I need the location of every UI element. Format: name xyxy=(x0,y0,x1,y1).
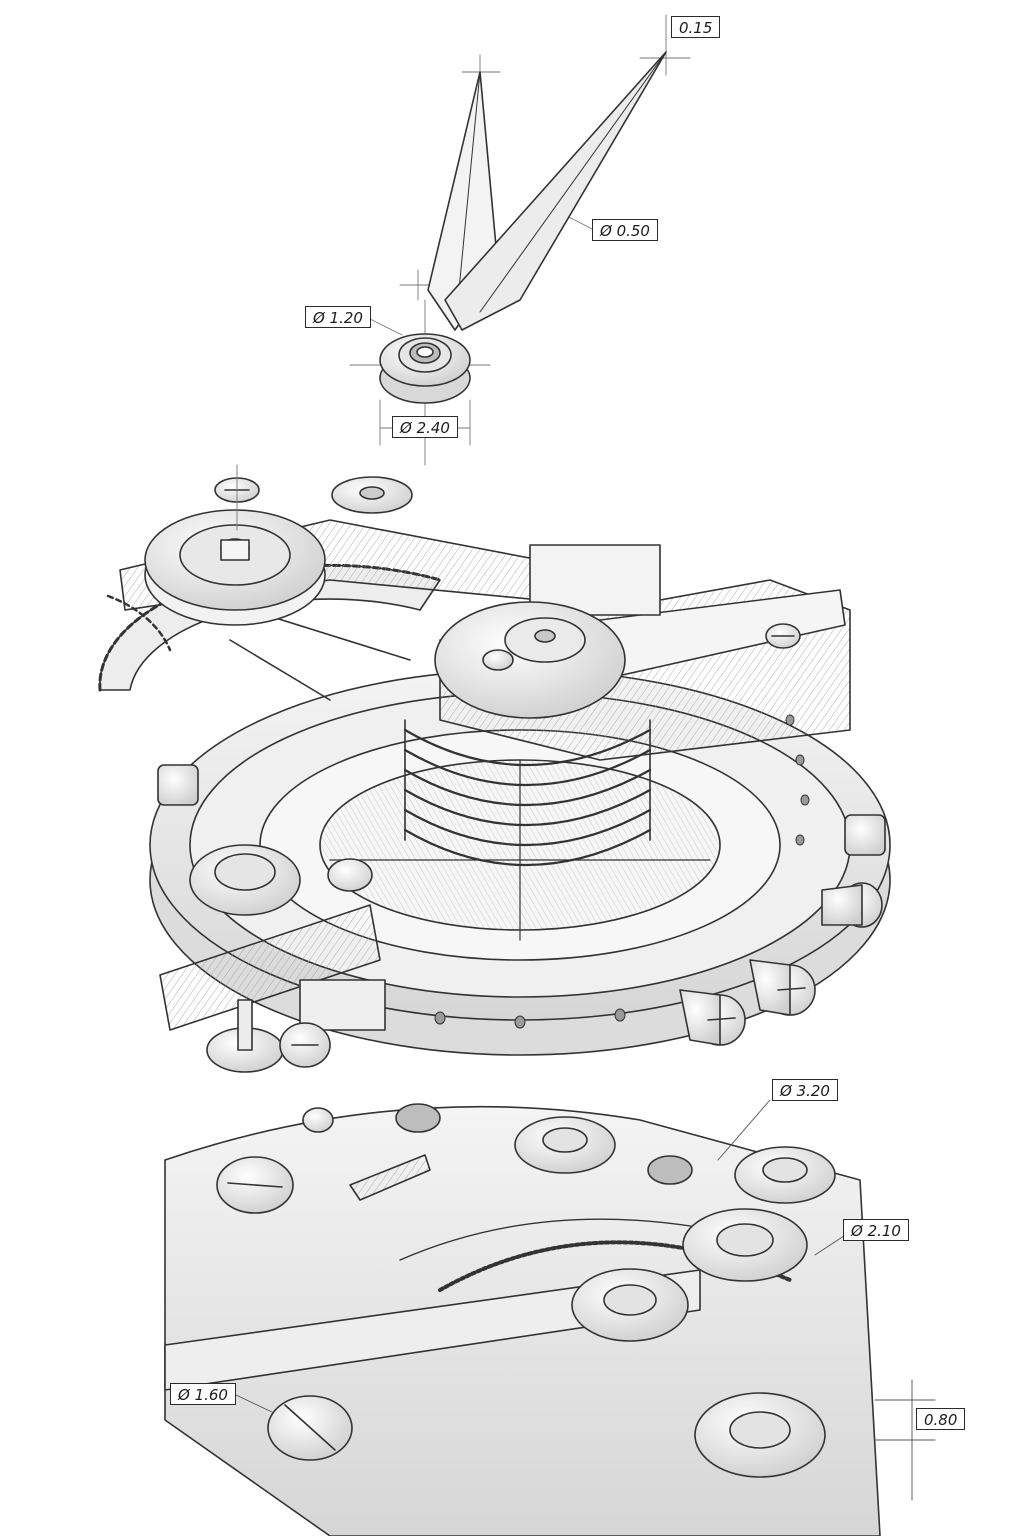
hand-collar xyxy=(379,333,471,404)
minute-hand xyxy=(444,51,667,331)
balance-spring xyxy=(403,601,652,866)
dimension-hand-bore: Ø 1.20 xyxy=(305,306,371,328)
movement-assembly xyxy=(98,464,891,1073)
jewel-settings xyxy=(514,1116,836,1478)
dimension-jewel-medium: Ø 2.10 xyxy=(843,1219,909,1241)
dimension-hand-width: Ø 0.50 xyxy=(592,219,658,241)
dimension-jewel-large: Ø 3.20 xyxy=(772,1079,838,1101)
dimension-hand-collar: Ø 2.40 xyxy=(392,416,458,438)
plate-ladder-detail xyxy=(349,1154,431,1201)
dimension-hand-tip: 0.15 xyxy=(671,16,721,38)
plate-screws xyxy=(216,1103,693,1461)
dimension-plate-thickness: 0.80 xyxy=(916,1408,966,1430)
ring-pins xyxy=(157,764,886,1046)
lever-lower-left xyxy=(159,844,386,1073)
balance-cock-left xyxy=(119,464,541,626)
dimension-screw-head: Ø 1.60 xyxy=(170,1383,236,1405)
bottom-dimension-lines xyxy=(235,1099,936,1501)
main-plate-section xyxy=(164,1099,936,1536)
watch-hands-assembly xyxy=(349,14,691,466)
